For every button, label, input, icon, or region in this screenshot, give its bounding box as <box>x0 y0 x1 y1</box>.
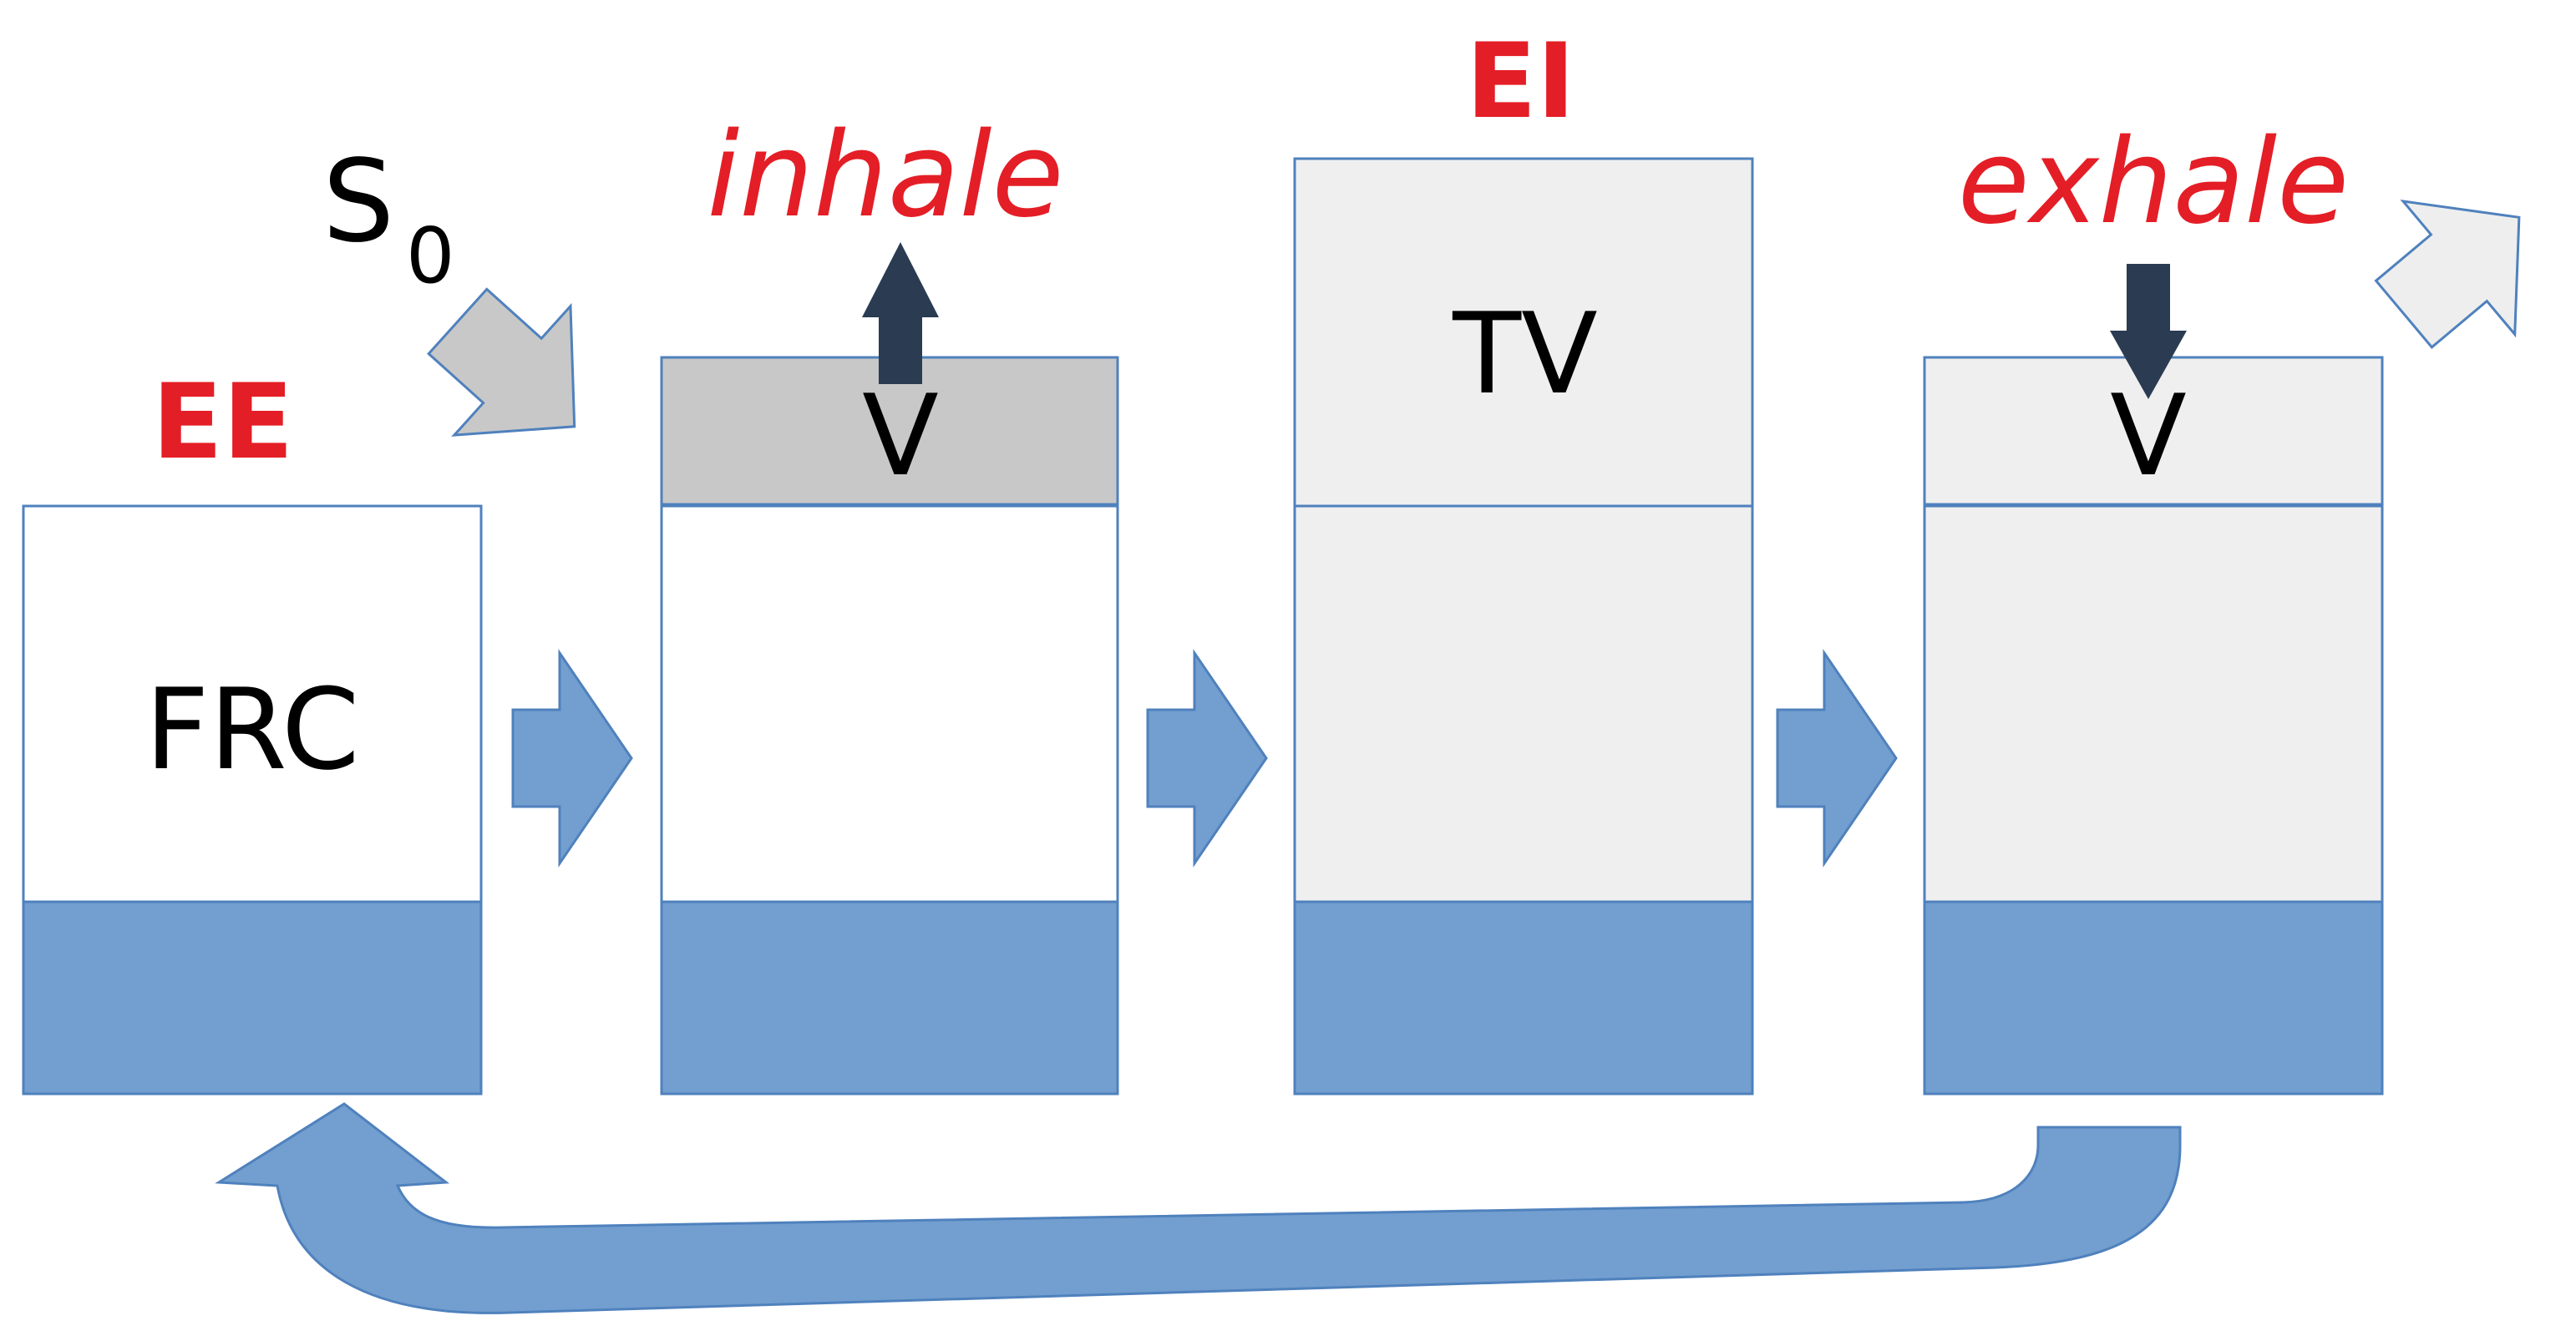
box-exhale: V <box>1923 356 2384 1096</box>
box-exhale-fluid <box>1923 900 2384 1096</box>
down-arrow-icon <box>2110 264 2187 399</box>
ee-label: EE <box>152 362 293 483</box>
up-arrow-icon <box>862 242 939 384</box>
box-frc-air <box>22 504 483 903</box>
box-inhale: V <box>660 356 1119 1096</box>
s0-subscript: 0 <box>406 211 455 301</box>
down-right-block-arrow-icon <box>427 287 576 437</box>
box-ei: TV <box>1293 157 1754 1096</box>
exhale-label: exhale <box>1958 114 2350 250</box>
box-inhale-fluid <box>660 900 1119 1096</box>
box-inhale-air <box>660 504 1119 903</box>
right-block-arrow-icon <box>511 649 633 868</box>
box-exhale-air <box>1923 504 2384 903</box>
box-ei-tidal <box>1293 157 1754 508</box>
box-ei-air <box>1293 504 1754 903</box>
box-frc: FRC <box>22 504 483 1096</box>
s0-label: S 0 <box>322 136 455 301</box>
v-inhale-label: V <box>862 371 939 501</box>
tv-label: TV <box>1452 289 1598 419</box>
inhale-label: inhale <box>707 108 1063 244</box>
return-u-turn-arrow-icon <box>215 1102 2182 1314</box>
right-block-arrow-icon <box>1146 649 1268 868</box>
up-right-block-arrow-icon <box>2374 200 2521 349</box>
box-frc-fluid <box>22 900 483 1096</box>
ei-label: EI <box>1466 22 1575 142</box>
right-block-arrow-icon <box>1776 649 1898 868</box>
frc-label: FRC <box>145 665 359 795</box>
box-ei-fluid <box>1293 900 1754 1096</box>
s0-main: S <box>322 136 394 268</box>
